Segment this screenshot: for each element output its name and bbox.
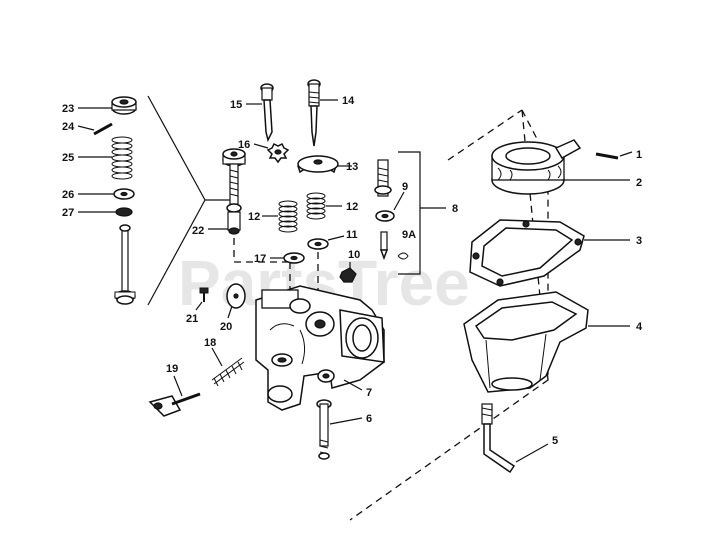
callout-13: 13 xyxy=(346,161,358,173)
callout-5: 5 xyxy=(552,435,558,447)
callout-3: 3 xyxy=(636,235,642,247)
throttle-shaft-group xyxy=(77,95,232,306)
float-part xyxy=(491,139,630,195)
carburetor-body-part xyxy=(255,285,385,411)
callout-15: 15 xyxy=(230,99,242,111)
callout-12-right: 12 xyxy=(346,201,358,213)
callout-22: 22 xyxy=(192,225,204,237)
pickup-tube-part xyxy=(481,403,549,474)
callout-10: 10 xyxy=(348,249,360,261)
cam-part xyxy=(297,155,352,174)
inlet-needle-group xyxy=(374,151,446,275)
callout-23: 23 xyxy=(62,103,74,115)
callout-18: 18 xyxy=(204,337,216,349)
callout-4: 4 xyxy=(636,321,643,333)
needle-valve-part xyxy=(316,399,363,460)
needle-screw-15 xyxy=(246,83,274,143)
callout-19: 19 xyxy=(166,363,178,375)
callout-9: 9 xyxy=(402,181,408,193)
gasket-part xyxy=(469,219,630,287)
callout-1: 1 xyxy=(636,149,642,161)
separator-line xyxy=(349,109,549,521)
callout-12-left: 12 xyxy=(248,211,260,223)
choke-plate-part xyxy=(226,283,246,319)
screw-21-part xyxy=(195,287,209,311)
throttle-shaft-part xyxy=(121,227,129,293)
spring-part xyxy=(111,136,133,180)
group-bracket-8 xyxy=(398,151,421,275)
callout-21: 21 xyxy=(186,313,198,325)
callout-20: 20 xyxy=(220,321,232,333)
float-bowl-part xyxy=(463,291,630,393)
callout-24: 24 xyxy=(62,121,75,133)
callout-9a: 9A xyxy=(402,229,416,241)
callout-8: 8 xyxy=(452,203,458,215)
callout-27: 27 xyxy=(62,207,74,219)
spring-12-right xyxy=(306,192,342,220)
callout-6: 6 xyxy=(366,413,372,425)
choke-stem-part xyxy=(208,148,291,300)
float-pin-part xyxy=(595,152,619,160)
callout-11: 11 xyxy=(346,229,358,241)
callout-16: 16 xyxy=(238,139,250,151)
callout-14: 14 xyxy=(342,95,355,107)
needle-screw-14 xyxy=(307,79,338,147)
star-washer-part xyxy=(253,142,290,164)
callout-17: 17 xyxy=(254,253,266,265)
spring-18 xyxy=(211,347,245,387)
callout-7: 7 xyxy=(366,387,372,399)
callout-25: 25 xyxy=(62,152,74,164)
spring-12-left xyxy=(262,200,298,233)
throttle-lever-part xyxy=(148,375,201,417)
callout-26: 26 xyxy=(62,189,74,201)
callout-2: 2 xyxy=(636,177,642,189)
callout-labels: 1 2 3 4 5 6 7 8 9 9A 10 11 12 12 13 14 1… xyxy=(62,95,643,447)
